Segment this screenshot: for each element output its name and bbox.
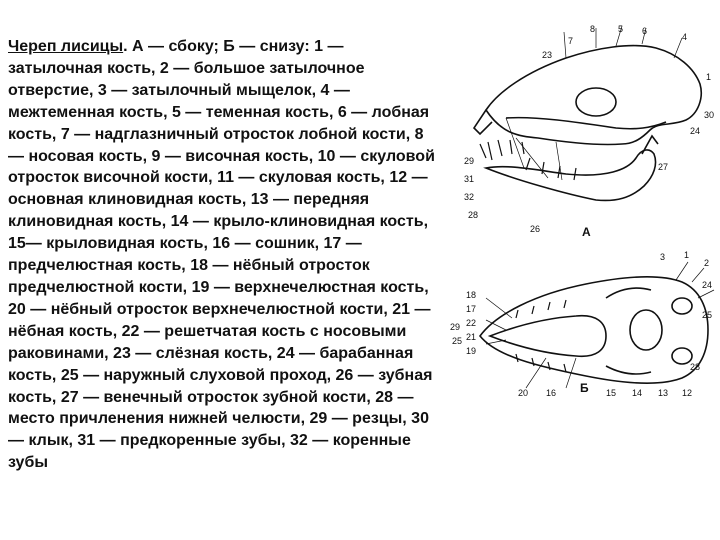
label-31: 31: [464, 174, 474, 184]
label-19: 19: [466, 346, 476, 356]
label-30: 30: [704, 110, 714, 120]
label-12: 12: [682, 388, 692, 398]
figure-caption: Череп лисицы. А — сбоку; Б — снизу: 1 — …: [8, 36, 440, 474]
label-29-side: 29: [464, 156, 474, 166]
label-14: 14: [632, 388, 642, 398]
label-17: 17: [466, 304, 476, 314]
label-26: 26: [530, 224, 540, 234]
label-27: 27: [658, 162, 668, 172]
label-1-side: 1: [706, 72, 711, 82]
view-b-label: Б: [580, 381, 589, 395]
skull-drawing: А Б 23 7 8 5 6 4 1 30 24 27 29 31 32 28 …: [450, 24, 715, 398]
label-29-bottom: 29: [450, 322, 460, 332]
label-13: 13: [658, 388, 668, 398]
label-8: 8: [590, 24, 595, 34]
label-6: 6: [642, 26, 647, 36]
label-24-side: 24: [690, 126, 700, 136]
label-28-side: 28: [468, 210, 478, 220]
label-25-left: 25: [452, 336, 462, 346]
label-5: 5: [618, 24, 623, 34]
label-21: 21: [466, 332, 476, 342]
label-28-bottom: 28: [690, 362, 700, 372]
label-7: 7: [568, 36, 573, 46]
label-15: 15: [606, 388, 616, 398]
label-16: 16: [546, 388, 556, 398]
skull-figure: А Б 23 7 8 5 6 4 1 30 24 27 29 31 32 28 …: [446, 18, 716, 402]
label-25-right: 25: [702, 310, 712, 320]
label-4: 4: [682, 32, 687, 42]
label-22: 22: [466, 318, 476, 328]
label-32: 32: [464, 192, 474, 202]
label-3: 3: [660, 252, 665, 262]
label-23: 23: [542, 50, 552, 60]
label-1-bottom: 1: [684, 250, 689, 260]
caption-title: Череп лисицы: [8, 38, 124, 55]
label-2: 2: [704, 258, 709, 268]
view-a-label: А: [582, 225, 591, 239]
skull-bottom-view: [478, 261, 715, 389]
caption-text: . А — сбоку; Б — снизу: 1 — затылочная к…: [8, 38, 435, 472]
label-18: 18: [466, 290, 476, 300]
skull-side-view: [472, 25, 702, 202]
label-24-bottom: 24: [702, 280, 712, 290]
label-20: 20: [518, 388, 528, 398]
